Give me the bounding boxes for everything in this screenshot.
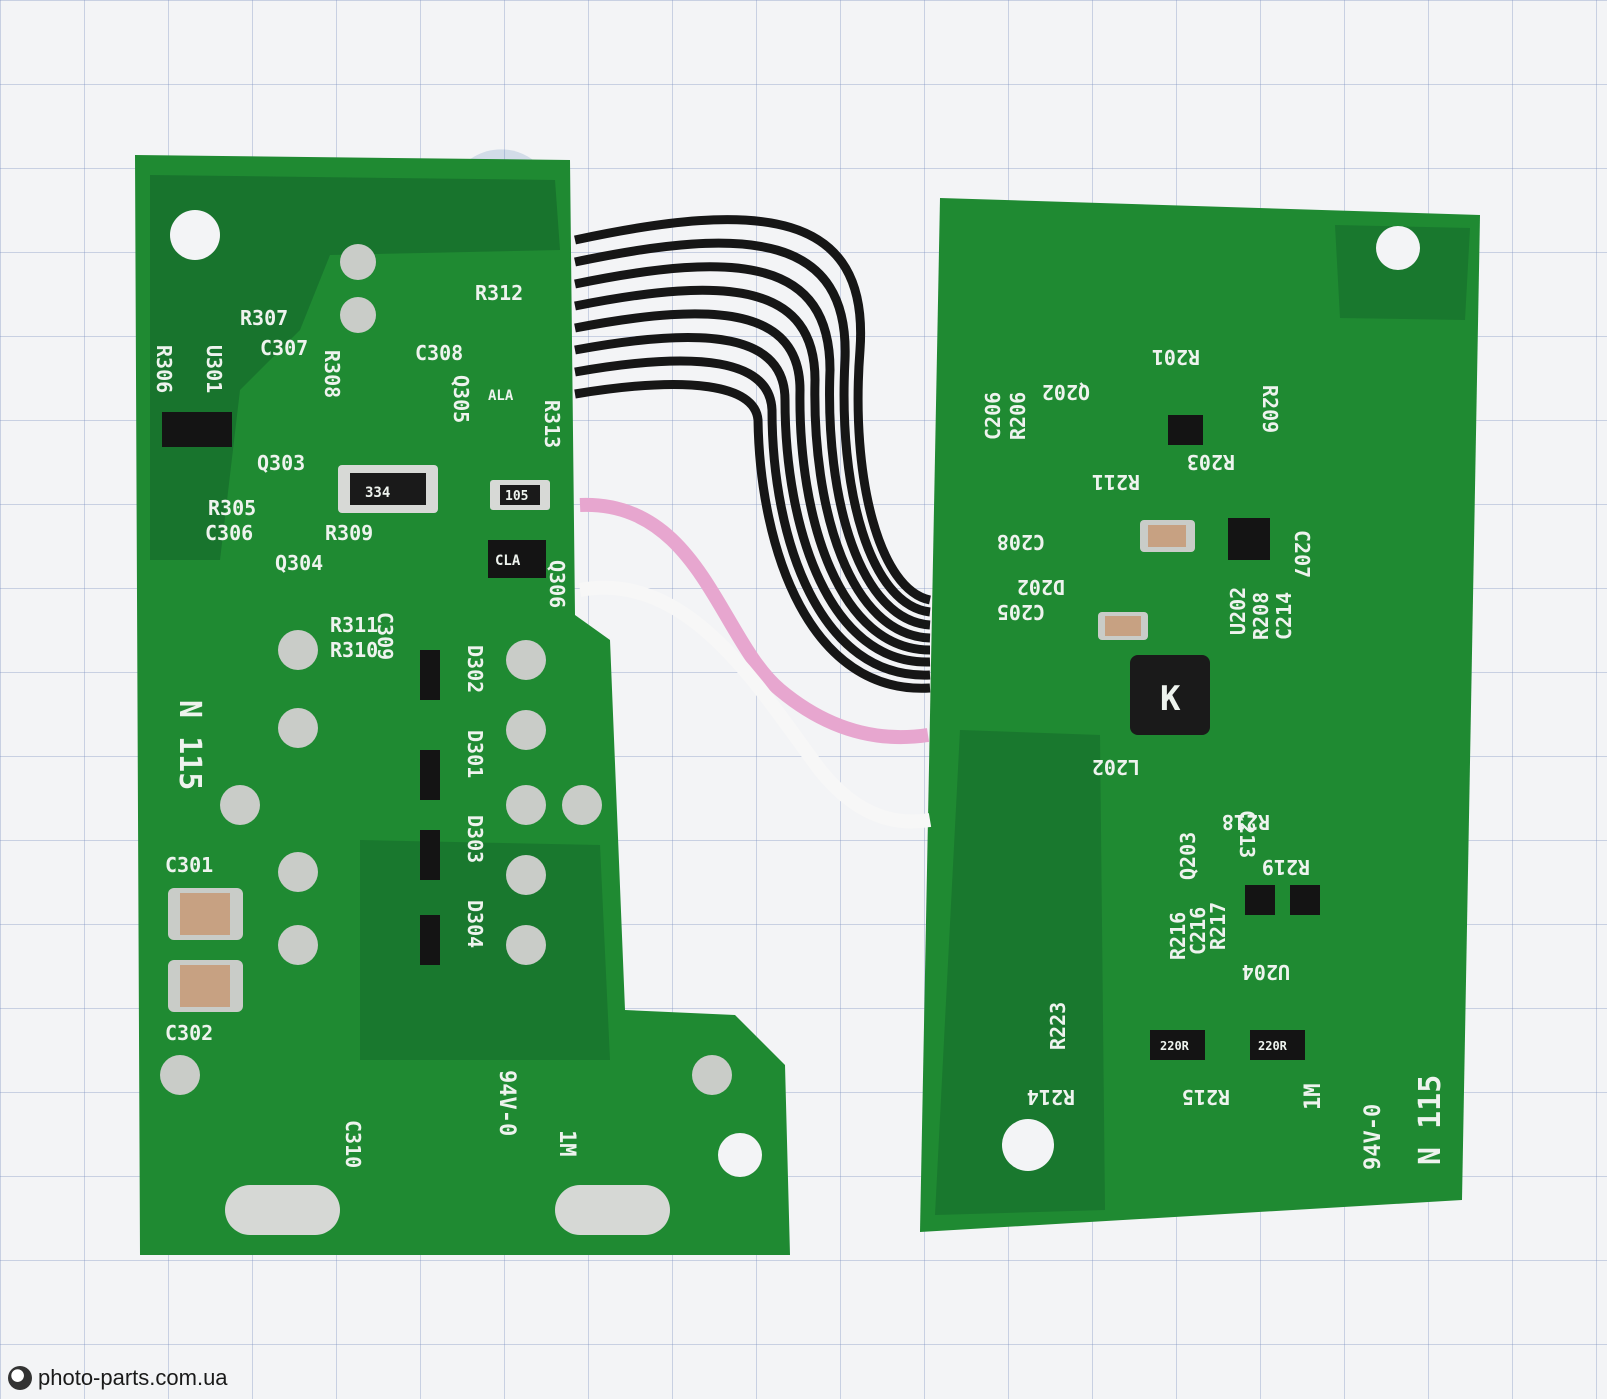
right-label: R203 <box>1187 450 1235 474</box>
right-label: N 115 <box>1413 1075 1448 1165</box>
left-label: R306 <box>152 345 176 393</box>
left-label: C307 <box>260 336 308 360</box>
left-label: C306 <box>205 521 253 545</box>
left-label: R310 <box>330 638 378 662</box>
left-label: Q304 <box>275 551 323 575</box>
left-label: U301 <box>202 345 226 393</box>
left-label: D303 <box>463 815 487 863</box>
left-label: 94V-0 <box>494 1070 519 1136</box>
right-label: U202 <box>1226 587 1250 635</box>
right-label: C206 <box>981 392 1005 440</box>
right-label: D202 <box>1017 575 1065 599</box>
right-label: C214 <box>1272 592 1296 640</box>
photo-parts-logo-icon <box>8 1366 32 1390</box>
left-label: R312 <box>475 281 523 305</box>
left-label: R308 <box>320 350 344 398</box>
right-pcb-board <box>920 198 1480 1232</box>
right-label: R214 <box>1027 1085 1075 1109</box>
left-label: R307 <box>240 306 288 330</box>
left-label: R311 <box>330 613 378 637</box>
right-label: R216 <box>1166 912 1190 960</box>
right-label: 1M <box>1301 1084 1326 1111</box>
right-label: 94V-0 <box>1361 1104 1386 1170</box>
right-label: Q203 <box>1176 832 1200 880</box>
part-marking: ALA <box>488 388 514 404</box>
right-label: R217 <box>1206 902 1230 950</box>
left-label: Q303 <box>257 451 305 475</box>
right-label: R219 <box>1262 855 1310 879</box>
left-label: C301 <box>165 853 213 877</box>
right-label: R206 <box>1006 392 1030 440</box>
left-label: C310 <box>341 1120 365 1168</box>
left-label: D302 <box>463 645 487 693</box>
right-board-labels: R201 R209 Q202 R203 R211 C206 R206 C208 … <box>981 345 1448 1170</box>
wire-bundle <box>574 215 932 829</box>
right-label: R201 <box>1152 345 1200 369</box>
right-label: R211 <box>1092 470 1140 494</box>
right-label: C207 <box>1290 530 1314 578</box>
left-label: R305 <box>208 496 256 520</box>
left-label: D304 <box>463 900 487 948</box>
right-label: C208 <box>997 530 1045 554</box>
part-marking: CLA <box>495 553 521 569</box>
left-board-labels: R312 R307 C307 U301 R306 R308 C308 Q305 … <box>152 281 579 1168</box>
inductor-marking: K <box>1160 679 1181 719</box>
left-label: 1M <box>554 1130 579 1157</box>
part-marking: 105 <box>505 489 528 504</box>
left-label: Q305 <box>449 375 473 423</box>
part-marking: 220R <box>1160 1039 1190 1053</box>
part-marking: 220R <box>1258 1039 1288 1053</box>
right-label: R215 <box>1182 1085 1230 1109</box>
left-label: Q306 <box>545 560 569 608</box>
right-label: R209 <box>1258 385 1282 433</box>
watermark-footer: photo-parts.com.ua <box>8 1365 228 1391</box>
left-label: C302 <box>165 1021 213 1045</box>
left-label: R313 <box>540 400 564 448</box>
left-label: D301 <box>463 730 487 778</box>
left-label: C308 <box>415 341 463 365</box>
right-label: C205 <box>997 600 1045 624</box>
right-label: L202 <box>1092 755 1140 779</box>
right-label: U204 <box>1242 960 1290 984</box>
right-label: R208 <box>1249 592 1273 640</box>
site-url: photo-parts.com.ua <box>38 1365 228 1390</box>
left-label: C309 <box>373 612 397 660</box>
part-marking: 334 <box>365 485 390 501</box>
right-label: C213 <box>1235 810 1259 858</box>
right-label: Q202 <box>1042 380 1090 404</box>
left-pcb-board <box>135 155 790 1255</box>
right-label: R218 <box>1222 810 1270 834</box>
left-label: N 115 <box>172 700 207 790</box>
left-label: R309 <box>325 521 373 545</box>
right-label: R223 <box>1046 1002 1070 1050</box>
right-label: C216 <box>1186 907 1210 955</box>
